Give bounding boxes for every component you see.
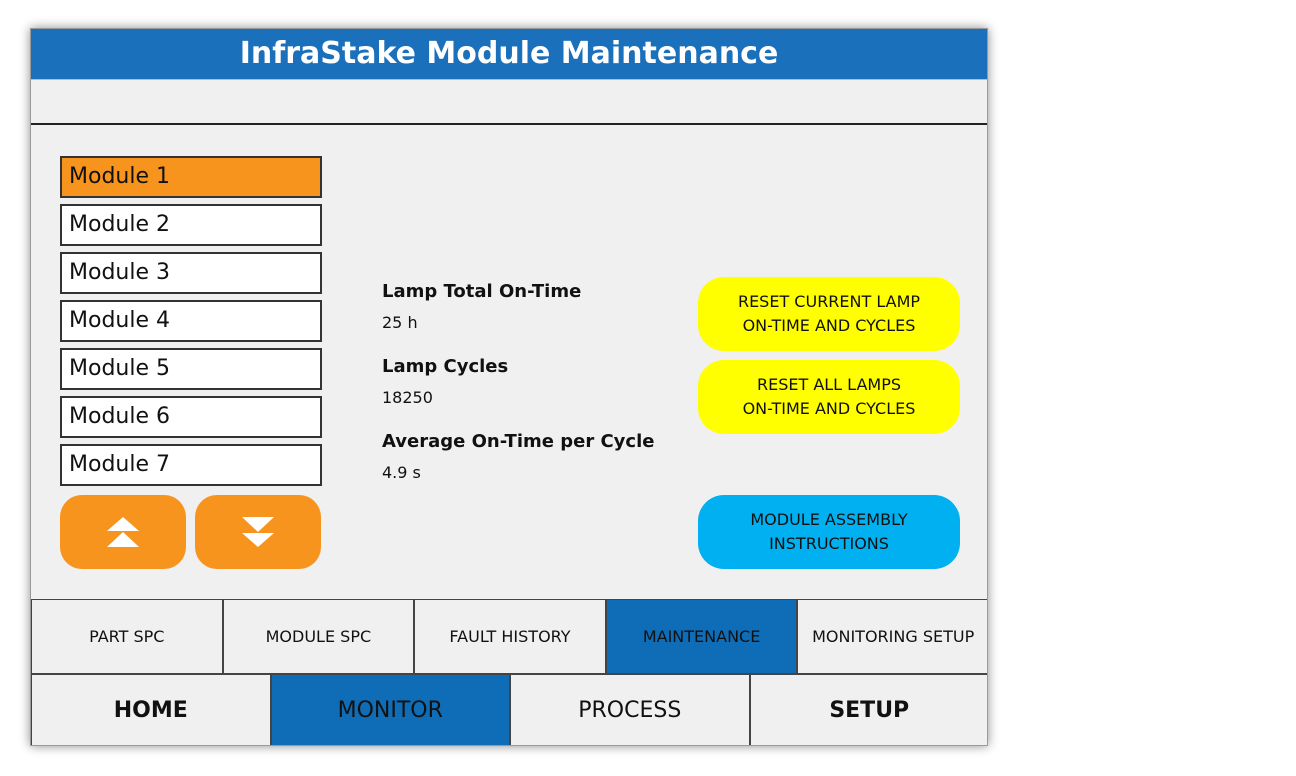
window-title: InfraStake Module Maintenance bbox=[31, 29, 987, 79]
scroll-up-button[interactable] bbox=[60, 495, 186, 569]
maintenance-window: InfraStake Module Maintenance Module 1 M… bbox=[30, 28, 988, 746]
tab-part-spc[interactable]: PART SPC bbox=[31, 599, 223, 674]
tab-maintenance[interactable]: MAINTENANCE bbox=[605, 599, 798, 674]
scroll-down-button[interactable] bbox=[195, 495, 321, 569]
tab-monitor[interactable]: MONITOR bbox=[270, 674, 510, 745]
sub-tab-bar: PART SPC MODULE SPC FAULT HISTORY MAINTE… bbox=[31, 599, 987, 674]
lamp-cycles-label: Lamp Cycles bbox=[382, 356, 509, 377]
status-bar bbox=[31, 79, 987, 125]
module-assembly-instructions-button[interactable]: MODULE ASSEMBLY INSTRUCTIONS bbox=[698, 495, 960, 569]
lamp-total-on-time-label: Lamp Total On-Time bbox=[382, 281, 582, 302]
reset-current-lamp-button[interactable]: RESET CURRENT LAMP ON-TIME AND CYCLES bbox=[698, 277, 960, 351]
module-item-2[interactable]: Module 2 bbox=[60, 204, 322, 246]
lamp-cycles-value: 18250 bbox=[382, 388, 433, 407]
average-on-time-label: Average On-Time per Cycle bbox=[382, 431, 655, 452]
tab-setup[interactable]: SETUP bbox=[749, 674, 987, 745]
module-item-6[interactable]: Module 6 bbox=[60, 396, 322, 438]
module-item-5[interactable]: Module 5 bbox=[60, 348, 322, 390]
module-item-4[interactable]: Module 4 bbox=[60, 300, 322, 342]
reset-all-lamps-button[interactable]: RESET ALL LAMPS ON-TIME AND CYCLES bbox=[698, 360, 960, 434]
average-on-time-value: 4.9 s bbox=[382, 463, 421, 482]
double-chevron-up-icon bbox=[107, 517, 139, 547]
main-tab-bar: HOME MONITOR PROCESS SETUP bbox=[31, 674, 987, 745]
module-item-1[interactable]: Module 1 bbox=[60, 156, 322, 198]
tab-fault-history[interactable]: FAULT HISTORY bbox=[414, 599, 606, 674]
tab-process[interactable]: PROCESS bbox=[510, 674, 750, 745]
module-item-7[interactable]: Module 7 bbox=[60, 444, 322, 486]
tab-module-spc[interactable]: MODULE SPC bbox=[222, 599, 415, 674]
tab-monitoring-setup[interactable]: MONITORING SETUP bbox=[797, 599, 987, 674]
lamp-total-on-time-value: 25 h bbox=[382, 313, 418, 332]
tab-home[interactable]: HOME bbox=[31, 674, 271, 745]
double-chevron-down-icon bbox=[242, 517, 274, 547]
module-item-3[interactable]: Module 3 bbox=[60, 252, 322, 294]
